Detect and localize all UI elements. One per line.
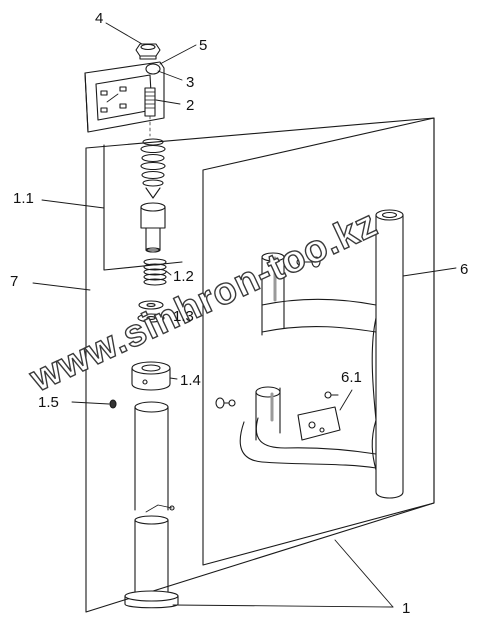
watermark: www.sinhron-too.kz [23, 203, 384, 401]
callout-1-1: 1.1 [13, 190, 34, 207]
callout-4: 4 [95, 10, 103, 27]
callout-6: 6 [460, 261, 468, 278]
callout-2: 2 [186, 97, 194, 114]
callout-3: 3 [186, 74, 194, 91]
washer-stack [140, 138, 166, 199]
leader-lines [32, 22, 457, 608]
callout-5: 5 [199, 37, 207, 54]
pipe-frame-part-6 [215, 209, 404, 499]
callout-1: 1 [402, 600, 410, 617]
sleeve-part [140, 202, 166, 253]
callout-1-3: 1.3 [173, 308, 194, 325]
callout-1-5: 1.5 [38, 394, 59, 411]
stud-part-2 [144, 87, 156, 137]
bracket-part-3 [84, 61, 165, 133]
callout-1-2: 1.2 [173, 268, 194, 285]
washers-part-1-3 [137, 300, 165, 323]
main-tube-part-1 [124, 401, 179, 609]
nut-part-4 [135, 43, 161, 60]
spring-part-1-2 [143, 258, 167, 286]
callout-7: 7 [10, 273, 18, 290]
collar-part-1-4 [131, 361, 171, 391]
callout-1-4: 1.4 [180, 372, 201, 389]
panel-6-outline [202, 117, 435, 566]
grub-screw-part-1-5 [109, 399, 117, 409]
callout-6-1: 6.1 [341, 369, 362, 386]
